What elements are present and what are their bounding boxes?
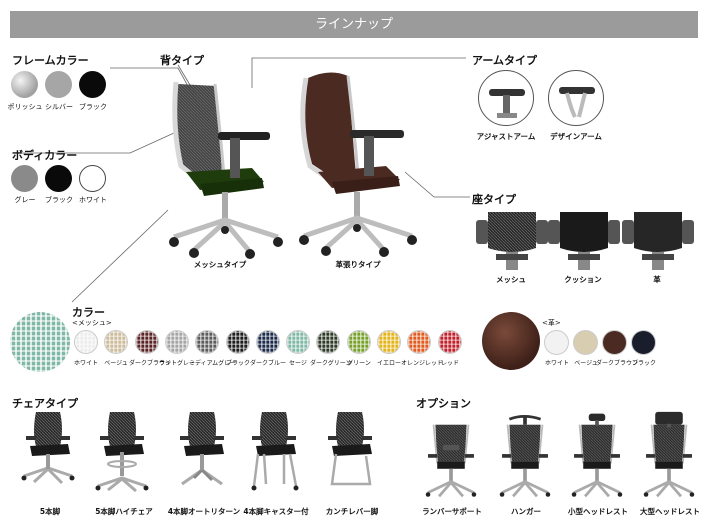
leather-color-sublabel: <革> — [542, 319, 561, 327]
design-arm-image[interactable] — [548, 70, 604, 126]
option-image[interactable] — [494, 410, 558, 502]
frame-color-heading: フレームカラー — [12, 54, 89, 67]
mesh-seat-label: メッシュ — [496, 275, 526, 284]
mesh-color-swatch[interactable] — [256, 330, 280, 354]
mesh-color-label: ベージュ — [104, 360, 128, 367]
mesh-color-label: グリーン — [347, 360, 371, 367]
mesh-type-label: メッシュタイプ — [193, 260, 247, 269]
mesh-color-label: ダークグリーン — [310, 360, 352, 367]
body-color-gray-swatch[interactable] — [11, 165, 38, 192]
chair-type-label: 5本脚 — [39, 507, 61, 516]
frame-color-black-swatch[interactable] — [79, 71, 106, 98]
body-color-white-swatch[interactable] — [79, 165, 106, 192]
leather-color-swatch[interactable] — [544, 330, 569, 355]
mesh-back-chair-image[interactable] — [160, 72, 285, 259]
frame-color-label: シルバー — [45, 103, 73, 111]
mesh-color-swatch[interactable] — [407, 330, 431, 354]
chair-type-image[interactable] — [18, 408, 82, 500]
mesh-color-swatch[interactable] — [165, 330, 189, 354]
chair-type-label: 4本脚オートリターン — [167, 507, 241, 516]
chair-type-label: カンチレバー脚 — [325, 507, 379, 516]
mesh-color-swatch[interactable] — [104, 330, 128, 354]
chair-type-heading: チェアタイプ — [12, 397, 78, 410]
mesh-color-label: ホワイト — [73, 360, 98, 367]
mesh-color-swatch[interactable] — [226, 330, 250, 354]
mesh-color-label: ダークブルー — [250, 360, 287, 367]
option-label: 大型ヘッドレスト — [640, 507, 700, 516]
arm-type-heading: アームタイプ — [472, 54, 538, 67]
mesh-color-swatch[interactable] — [377, 330, 401, 354]
leather-color-sample-large — [482, 312, 540, 370]
frame-color-polish-swatch[interactable] — [11, 71, 38, 98]
frame-color-label: ポリッシュ — [7, 103, 43, 111]
mesh-color-swatch[interactable] — [74, 330, 98, 354]
leather-seat-label: 革 — [653, 275, 661, 284]
seat-type-heading: 座タイプ — [472, 193, 516, 206]
mesh-color-label: セージ — [289, 360, 307, 367]
adjust-arm-image[interactable] — [478, 70, 534, 126]
mesh-color-label: ブラック — [225, 360, 250, 367]
cushion-seat-label: クッション — [564, 275, 602, 284]
mesh-color-swatch[interactable] — [438, 330, 462, 354]
option-label: 小型ヘッドレスト — [568, 507, 628, 516]
frame-color-silver-swatch[interactable] — [45, 71, 72, 98]
leather-seat-image[interactable] — [622, 208, 694, 272]
chair-type-label: 5本脚ハイチェア — [95, 507, 153, 516]
design-arm-label: デザインアーム — [550, 132, 602, 141]
options-heading: オプション — [416, 397, 471, 410]
body-color-label: グレー — [14, 196, 36, 204]
cushion-seat-image[interactable] — [548, 208, 620, 272]
mesh-color-label: ミディアムグレー — [189, 360, 237, 367]
mesh-color-swatch[interactable] — [195, 330, 219, 354]
leather-color-label: ベージュ — [574, 360, 598, 367]
mesh-color-label: レッド — [440, 360, 459, 367]
adjust-arm-label: アジャストアーム — [476, 132, 536, 141]
option-image[interactable] — [566, 410, 630, 502]
mesh-color-swatch[interactable] — [316, 330, 340, 354]
body-color-black-swatch[interactable] — [45, 165, 72, 192]
leather-type-label: 革張りタイプ — [335, 260, 381, 269]
leather-color-swatch[interactable] — [602, 330, 627, 355]
body-color-label: ホワイト — [79, 196, 107, 204]
mesh-seat-image[interactable] — [476, 208, 548, 272]
mesh-color-swatch[interactable] — [347, 330, 371, 354]
body-color-label: ブラック — [45, 196, 73, 204]
frame-color-label: ブラック — [79, 103, 107, 111]
mesh-color-sample-large — [10, 312, 70, 372]
back-type-heading: 背タイプ — [160, 54, 204, 67]
color-heading: カラー — [72, 306, 105, 319]
mesh-color-sublabel: <メッシュ> — [72, 319, 112, 327]
chair-type-image[interactable] — [320, 408, 384, 500]
mesh-color-label: オレンジレッド — [401, 360, 444, 367]
chair-type-image[interactable] — [92, 408, 156, 500]
mesh-color-label: ダークブラウン — [129, 360, 172, 367]
chair-type-image[interactable] — [244, 408, 308, 500]
mesh-color-label: ライトグレー — [159, 360, 196, 367]
lineup-banner: ラインナップ — [10, 11, 698, 38]
mesh-color-label: イエロー — [377, 360, 401, 367]
leather-color-label: ホワイト — [544, 360, 569, 367]
mesh-color-swatch[interactable] — [286, 330, 310, 354]
leather-color-label: ブラック — [631, 360, 656, 367]
body-color-heading: ボディカラー — [12, 149, 78, 162]
option-label: ハンガー — [511, 507, 541, 516]
leather-back-chair-image[interactable] — [290, 68, 420, 257]
chair-type-label: 4本脚キャスター付 — [243, 507, 309, 516]
option-image[interactable] — [638, 410, 702, 502]
leather-color-swatch[interactable] — [631, 330, 656, 355]
mesh-color-swatch[interactable] — [135, 330, 159, 354]
leather-color-label: ダークブラウン — [596, 360, 639, 367]
option-image[interactable] — [420, 410, 484, 502]
chair-type-image[interactable] — [172, 408, 236, 500]
option-label: ランバーサポート — [422, 507, 482, 516]
leather-color-swatch[interactable] — [573, 330, 598, 355]
